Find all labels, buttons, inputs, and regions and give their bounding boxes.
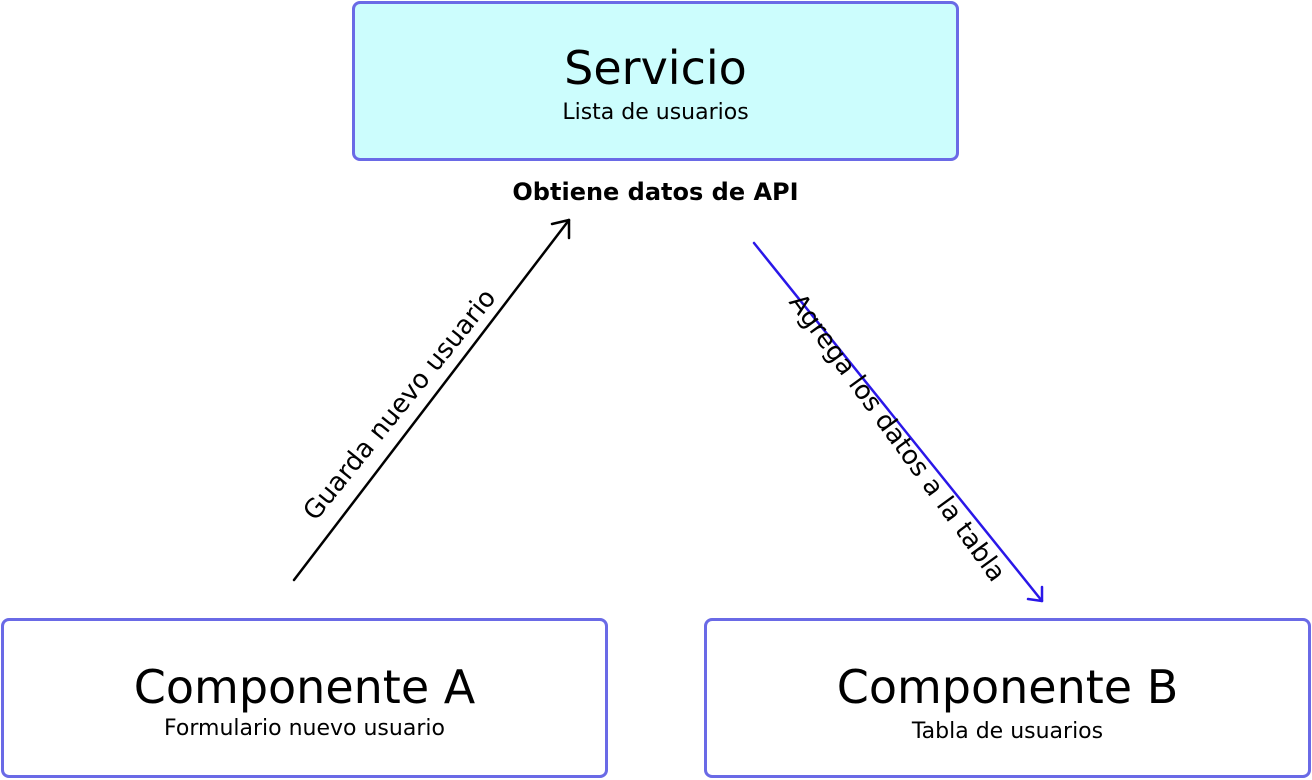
service-title: Servicio (564, 41, 747, 95)
service-box: Servicio Lista de usuarios (352, 1, 959, 161)
arrow-service-to-b (752, 241, 1044, 603)
component-b-box: Componente B Tabla de usuarios (704, 618, 1311, 778)
component-a-title: Componente A (133, 660, 476, 714)
component-b-subtitle: Tabla de usuarios (911, 719, 1104, 744)
component-a-subtitle: Formulario nuevo usuario (164, 716, 445, 741)
component-a-box: Componente A Formulario nuevo usuario (1, 618, 608, 778)
api-label: Obtiene datos de API (512, 178, 799, 206)
arrow-a-to-service (292, 218, 571, 582)
service-subtitle: Lista de usuarios (562, 100, 749, 125)
component-b-title: Componente B (836, 660, 1179, 714)
